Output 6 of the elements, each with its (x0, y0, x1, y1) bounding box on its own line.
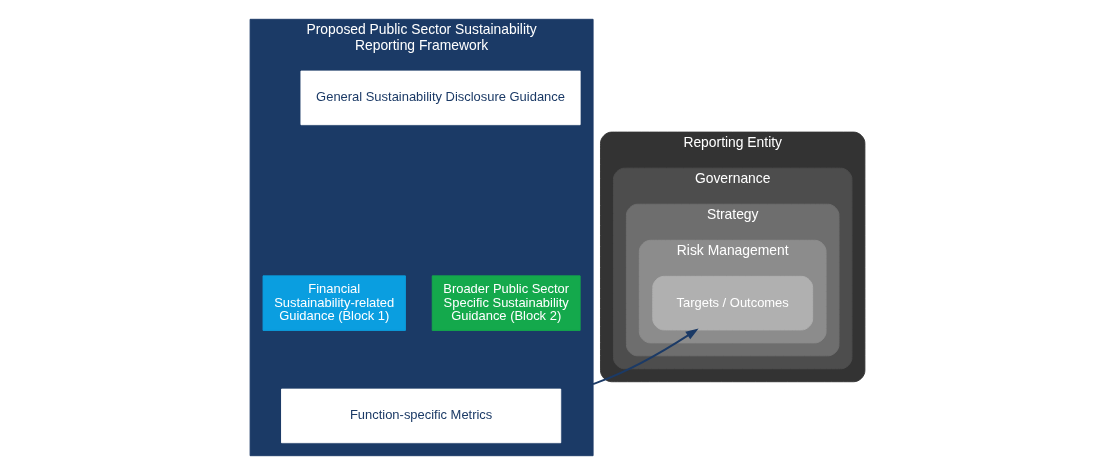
node-box: Function-specific Metrics (281, 388, 562, 444)
node-box: Targets / Outcomes (652, 275, 814, 331)
node-box: Financial Sustainability-related Guidance (Block 1) (262, 275, 406, 331)
node-box: General Sustainability Disclosure Guidance (300, 70, 581, 126)
arrow (592, 328, 699, 385)
node-box: Broader Public Sector Specific Sustainability Guidance (Block 2) (431, 275, 581, 331)
